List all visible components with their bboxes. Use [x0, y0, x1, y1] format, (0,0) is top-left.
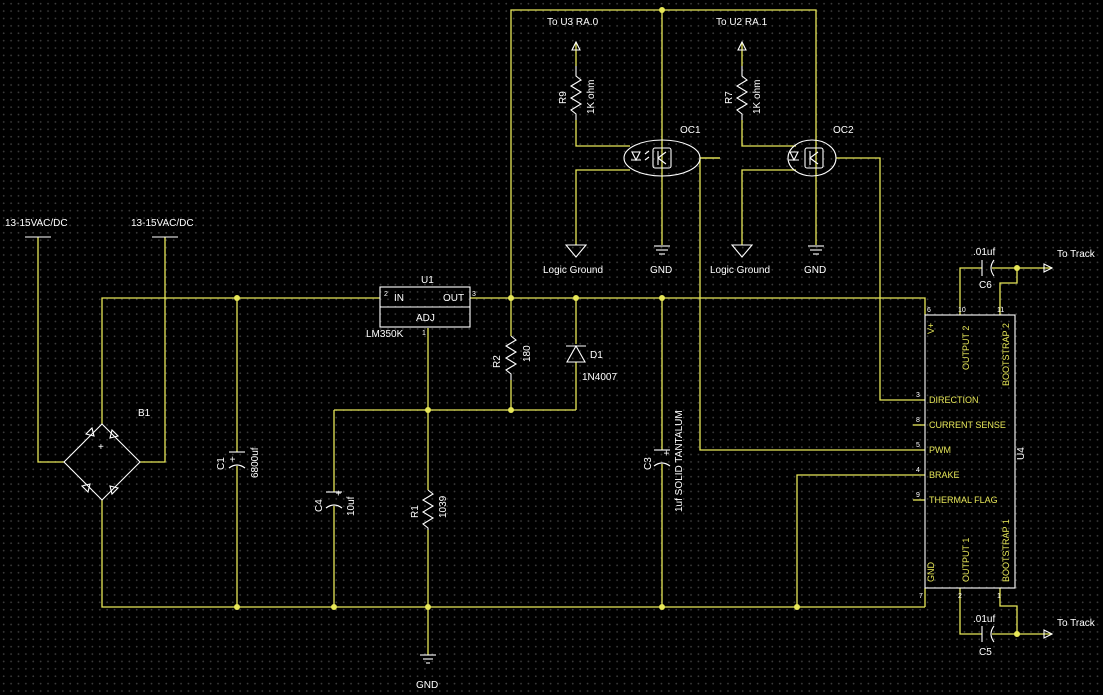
logic-ground-1-label: Logic Ground [543, 265, 603, 276]
c3-value: 1uf SOLID TANTALUM [674, 410, 685, 512]
svg-text:+: + [98, 442, 104, 453]
u4-current-sense-label: CURRENT SENSE [929, 420, 1006, 430]
u1-adj-label: ADJ [416, 313, 435, 324]
resistor-r7: To U2 RA.1 R7 1K ohm [716, 17, 768, 120]
r1-ref: R1 [410, 505, 421, 518]
wires [37, 9, 1052, 655]
optocoupler-oc2: OC2 Logic Ground GND [710, 125, 854, 276]
u4-ref: U4 [1016, 447, 1027, 460]
u1-in-label: IN [394, 293, 404, 304]
r7-value: 1K ohm [752, 80, 763, 114]
u4-output1-label: OUTPUT 1 [961, 538, 971, 582]
svg-text:9: 9 [916, 492, 920, 499]
u4-thermal-flag-label: THERMAL FLAG [929, 495, 998, 505]
ac-input-right: 13-15VAC/DC [131, 218, 194, 238]
u4-direction-label: DIRECTION [929, 395, 979, 405]
to-track-bottom-label: To Track [1057, 618, 1096, 629]
c5-ref: C5 [979, 647, 992, 658]
regulator-u1: IN OUT ADJ 2 3 1 U1 LM350K [366, 275, 476, 340]
c4-value: 10uf [346, 496, 357, 516]
u4-bootstrap1-label: BOOTSTRAP 1 [1001, 519, 1011, 582]
driver-u4: U4 V+ OUTPUT 2 BOOTSTRAP 2 6 10 11 GND O… [916, 307, 1027, 600]
to-u2-label: To U2 RA.1 [716, 17, 768, 28]
c6-value: .01uf [973, 247, 995, 258]
oc1-ref: OC1 [680, 125, 701, 136]
bridge-ref: B1 [138, 408, 151, 419]
r9-ref: R9 [558, 91, 569, 104]
capacitor-c3: + C3 1uf SOLID TANTALUM [643, 410, 685, 512]
d1-ref: D1 [590, 350, 603, 361]
u4-bootstrap2-label: BOOTSTRAP 2 [1001, 323, 1011, 386]
svg-text:+: + [662, 450, 673, 456]
r1-value: 1039 [438, 495, 449, 518]
optocoupler-oc1: OC1 Logic Ground GND [543, 125, 701, 276]
oc2-ref: OC2 [833, 125, 854, 136]
u4-gnd-label: GND [926, 562, 936, 583]
ac-input-left: 13-15VAC/DC [5, 218, 68, 238]
svg-text:3: 3 [916, 392, 920, 399]
gnd-main-label: GND [416, 680, 438, 691]
ac-input-left-label: 13-15VAC/DC [5, 218, 68, 229]
capacitor-c4: + C4 10uf [314, 490, 357, 516]
svg-text:+: + [334, 490, 345, 496]
svg-text:1: 1 [997, 593, 1001, 600]
bridge-rectifier: + B1 [63, 408, 151, 501]
capacitor-c5: .01uf C5 To Track [973, 614, 1096, 658]
c1-ref: C1 [216, 457, 227, 470]
ac-input-right-label: 13-15VAC/DC [131, 218, 194, 229]
svg-text:5: 5 [916, 442, 920, 449]
r2-value: 180 [522, 345, 533, 362]
r7-ref: R7 [724, 91, 735, 104]
c4-ref: C4 [314, 499, 325, 512]
r2-ref: R2 [492, 355, 503, 368]
to-track-top-label: To Track [1057, 249, 1096, 260]
u1-out-label: OUT [443, 293, 464, 304]
svg-text:4: 4 [916, 467, 920, 474]
resistor-r1: R1 1039 [410, 489, 449, 530]
capacitor-c6: .01uf C6 To Track [973, 247, 1096, 291]
d1-value: 1N4007 [582, 372, 617, 383]
c3-ref: C3 [643, 457, 654, 470]
gnd-oc1-label: GND [650, 265, 672, 276]
u1-part: LM350K [366, 329, 404, 340]
r9-value: 1K ohm [586, 80, 597, 114]
logic-ground-2-label: Logic Ground [710, 265, 770, 276]
resistor-r2: R2 180 [492, 335, 533, 380]
svg-text:7: 7 [919, 593, 923, 600]
gnd-oc2-label: GND [804, 265, 826, 276]
to-u3-label: To U3 RA.0 [547, 17, 599, 28]
ground-main: GND [416, 654, 438, 691]
svg-text:3: 3 [472, 291, 476, 298]
svg-text:2: 2 [958, 593, 962, 600]
c1-value: 6800uf [250, 447, 261, 478]
u4-output2-label: OUTPUT 2 [961, 326, 971, 370]
u4-pwm-label: PWM [929, 445, 951, 455]
capacitor-c1: + C1 6800uf [216, 447, 261, 478]
svg-text:8: 8 [916, 417, 920, 424]
svg-text:11: 11 [997, 307, 1004, 314]
resistor-r9: To U3 RA.0 R9 1K ohm [547, 17, 599, 120]
svg-text:10: 10 [958, 307, 966, 314]
c6-ref: C6 [979, 280, 992, 291]
svg-text:+: + [228, 456, 239, 462]
c5-value: .01uf [973, 614, 995, 625]
u4-brake-label: BRAKE [929, 470, 960, 480]
svg-text:1: 1 [422, 330, 426, 337]
svg-text:6: 6 [927, 307, 931, 314]
svg-text:2: 2 [384, 291, 388, 298]
diode-d1: D1 1N4007 [566, 344, 617, 383]
u4-vplus-label: V+ [926, 323, 936, 334]
u1-ref: U1 [421, 275, 434, 286]
junctions [234, 7, 1020, 637]
